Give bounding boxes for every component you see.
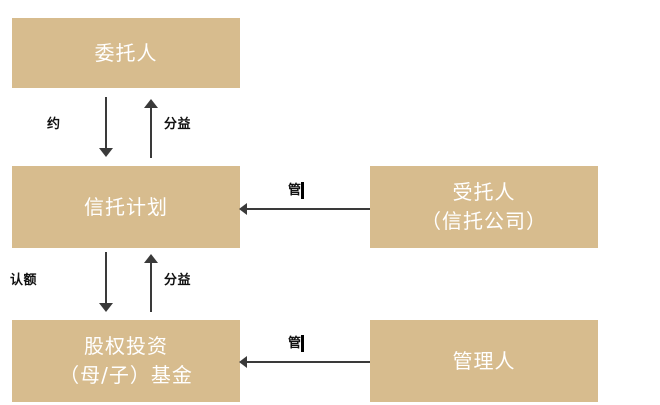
edge-label-manage-top: 管 [288,182,303,199]
arrowhead-left-icon [239,356,247,368]
node-trust-plan[interactable]: 信托计划 [12,166,240,248]
node-manager[interactable]: 管理人 [370,320,598,402]
edge-label-distribute-benefit-top: 分益 [164,118,191,131]
arrowhead-left-icon [239,203,247,215]
connector-trust-plan-to-settlor [150,104,152,158]
redacted-text: 管 [288,335,303,352]
redacted-text: 约 [47,117,61,132]
connector-fund-to-trust-plan [150,258,152,312]
arrowhead-up-icon [144,99,158,108]
connector-settlor-to-trust-plan [105,97,107,149]
edge-label-manage-bottom: 管 [288,335,303,352]
redacted-text: 管 [288,182,303,199]
arrowhead-up-icon [144,254,158,263]
arrowhead-down-icon [99,303,113,312]
node-trustee[interactable]: 受托人 （信托公司） [370,166,598,248]
connector-trustee-to-trust-plan [244,208,370,210]
edge-label-contract: 约 [47,118,61,131]
connector-trust-plan-to-fund [105,252,107,304]
edge-label-subscribed-amount: 认额 [10,274,37,287]
redacted-text: 认额 [10,273,38,288]
edge-label-distribute-benefit-bottom: 分益 [164,274,191,287]
connector-manager-to-fund [244,361,370,363]
arrowhead-down-icon [99,148,113,157]
node-settlor[interactable]: 委托人 [12,18,240,88]
redacted-text: 分益 [164,273,192,288]
node-equity-investment-fund[interactable]: 股权投资 （母/子）基金 [12,320,240,402]
redacted-text: 分益 [164,117,192,132]
